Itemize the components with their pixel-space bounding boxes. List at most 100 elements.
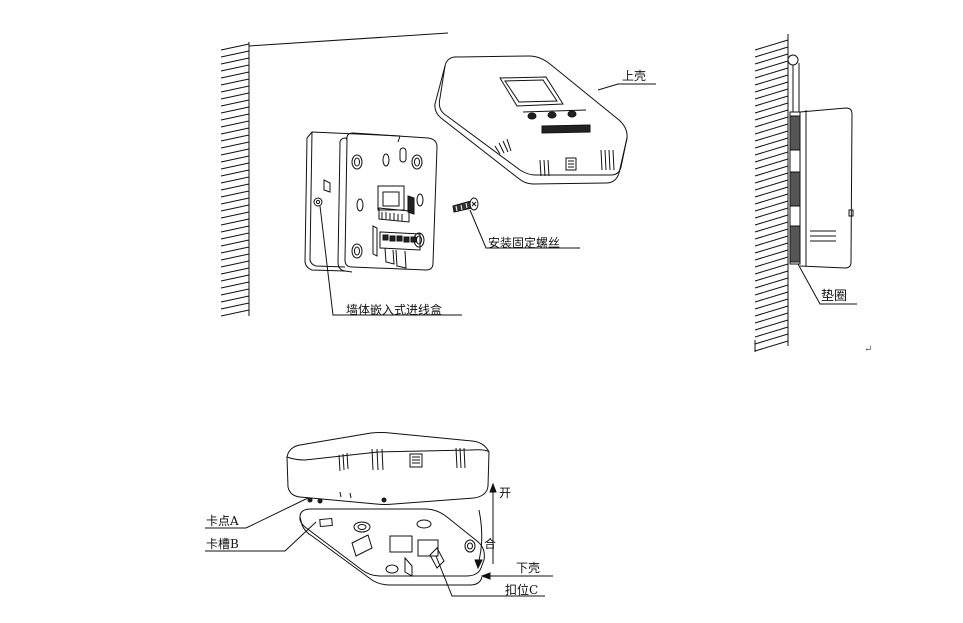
- hatch-line: [754, 137, 789, 149]
- hatch-line: [754, 95, 789, 107]
- hatch-line: [754, 53, 789, 65]
- hatch-line: [754, 277, 789, 289]
- hatch-line: [220, 99, 250, 107]
- label-open: 开: [499, 486, 512, 500]
- hatch-line: [754, 235, 789, 247]
- hatch-line: [754, 256, 789, 268]
- wall-box: [304, 131, 401, 272]
- hatch-line: [754, 214, 789, 226]
- hatch-line: [220, 50, 250, 58]
- hatch-line: [220, 281, 250, 289]
- label-lower-shell: 下壳: [516, 561, 541, 575]
- hatch-line: [754, 270, 789, 282]
- base-plate: [337, 132, 438, 273]
- hatch-line: [220, 141, 250, 149]
- hatch-line: [754, 207, 789, 219]
- hatch-line: [220, 169, 250, 177]
- hatch-line: [220, 64, 250, 72]
- upper-shell: [434, 55, 628, 185]
- hatch-line: [754, 298, 789, 310]
- mounting-screw: [452, 197, 479, 213]
- hatch-line: [754, 130, 789, 142]
- lower-shell-bottom: [299, 508, 485, 586]
- hatch-line: [220, 302, 250, 310]
- label-wall-box: 墙体嵌入式进线盒: [346, 303, 443, 317]
- hatch-line: [754, 249, 789, 261]
- label-mounting-screw: 安装固定螺丝: [488, 236, 561, 250]
- hatch-line: [754, 186, 789, 198]
- hatch-line: [754, 263, 789, 275]
- hatch-line: [220, 239, 250, 247]
- leader-lines-top: [319, 83, 656, 316]
- hatch-line: [220, 148, 250, 156]
- hatch-line: [220, 260, 250, 268]
- label-clip-point-a: 卡点A: [206, 514, 239, 528]
- hatch-line: [220, 92, 250, 100]
- hatch-line: [220, 274, 250, 282]
- hatch-line: [754, 165, 789, 177]
- hatch-line: [220, 127, 250, 135]
- wall-hatch-left: [220, 32, 449, 317]
- hatch-line: [220, 246, 250, 254]
- hatch-line: [220, 295, 250, 303]
- hatch-line: [220, 155, 250, 163]
- hatch-line: [220, 106, 250, 114]
- hatch-line: [754, 151, 789, 163]
- hatch-line: [754, 312, 789, 324]
- hatch-line: [220, 183, 250, 191]
- label-gasket: 垫圈: [821, 289, 848, 304]
- hatch-line: [220, 197, 250, 205]
- hatch-line: [754, 60, 789, 72]
- hatch-line: [220, 190, 250, 198]
- hatch-line: [220, 211, 250, 219]
- hatch-line: [754, 326, 789, 338]
- leader-lines-bottom: [205, 497, 545, 597]
- hatch-line: [754, 340, 789, 352]
- hatch-line: [220, 309, 250, 317]
- label-close: 合: [484, 537, 497, 551]
- hatch-line: [220, 134, 250, 142]
- hatch-line: [220, 120, 250, 128]
- hatch-line: [220, 232, 250, 240]
- upper-shell-bottom: [286, 432, 490, 505]
- hatch-line: [754, 319, 789, 331]
- hatch-line: [754, 109, 789, 121]
- hatch-line: [754, 144, 789, 156]
- hatch-line: [754, 193, 789, 205]
- hatch-line: [220, 204, 250, 212]
- hatch-line: [754, 67, 789, 79]
- hatch-line: [754, 179, 789, 191]
- hatch-line: [754, 291, 789, 303]
- hatch-line: [220, 162, 250, 170]
- hatch-line: [220, 267, 250, 275]
- hatch-line: [220, 57, 250, 65]
- hatch-line: [220, 176, 250, 184]
- hatch-line: [754, 102, 789, 114]
- label-clip-slot-b: 卡槽B: [206, 537, 239, 551]
- label-upper-shell: 上壳: [622, 69, 647, 83]
- hatch-line: [754, 172, 789, 184]
- hatch-line: [220, 71, 250, 79]
- paragraph-return-mark: ↵: [864, 344, 873, 355]
- hatch-line: [754, 228, 789, 240]
- hatch-line: [220, 253, 250, 261]
- hatch-line: [220, 43, 250, 51]
- hatch-line: [754, 333, 789, 345]
- hatch-line: [754, 200, 789, 212]
- hatch-line: [220, 85, 250, 93]
- hatch-line: [220, 225, 250, 233]
- hatch-line: [754, 242, 789, 254]
- hatch-line: [754, 284, 789, 296]
- hatch-line: [754, 81, 789, 93]
- hatch-line: [220, 288, 250, 296]
- wall-side-view: [754, 34, 857, 352]
- hatch-line: [754, 123, 789, 135]
- hatch-line: [754, 116, 789, 128]
- hatch-line: [754, 39, 789, 51]
- hatch-line: [754, 305, 789, 317]
- open-close-arrows: [474, 482, 553, 580]
- hatch-line: [754, 88, 789, 100]
- hatch-line: [754, 74, 789, 86]
